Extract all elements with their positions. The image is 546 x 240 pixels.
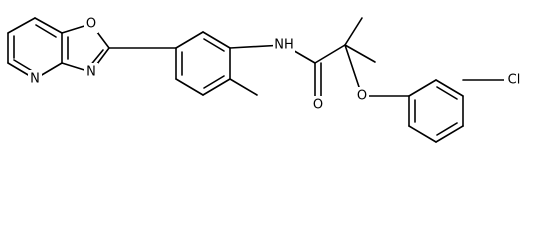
amide-nh-label: NH bbox=[274, 38, 294, 53]
bond-clph-double-2 bbox=[436, 122, 458, 136]
bond-pyr-6 bbox=[7, 17, 36, 34]
oxazole-oxygen-label: O bbox=[86, 17, 96, 32]
bond-ph-1 bbox=[175, 31, 204, 49]
pyridine-nitrogen-label: N bbox=[30, 72, 40, 87]
bond-ph-2 bbox=[202, 31, 231, 49]
bond-quat-methyl-1 bbox=[344, 17, 363, 46]
bond-pyr-double-1 bbox=[35, 24, 57, 38]
chlorophenyl-ring bbox=[408, 79, 464, 143]
bond-quat-methyl-2 bbox=[344, 44, 376, 63]
bond-clph-5 bbox=[408, 125, 437, 143]
ether-oxygen-label: O bbox=[357, 89, 367, 104]
bond-clph-2 bbox=[435, 79, 464, 97]
pyridine-n-bg bbox=[28, 70, 42, 88]
bond-clph-1 bbox=[408, 79, 437, 97]
pyridine-ring bbox=[7, 17, 63, 80]
bond-clph-4 bbox=[435, 125, 464, 143]
bond-ph-5 bbox=[175, 78, 204, 96]
oxazole-o-bg bbox=[84, 15, 98, 33]
bond-carbonyl-to-quat bbox=[314, 44, 346, 64]
chemical-structure-diagram: O N N NH O O Cl bbox=[7, 15, 524, 143]
ether-o-bg bbox=[355, 87, 369, 105]
oxazole-nitrogen-label: N bbox=[86, 65, 96, 80]
bond-pyr-1 bbox=[34, 17, 63, 34]
bond-clph-double-1 bbox=[436, 86, 458, 100]
carbonyl-oxygen-label: O bbox=[313, 98, 323, 113]
chlorine-bg bbox=[504, 71, 524, 89]
oxazole-n-bg bbox=[84, 63, 98, 81]
bond-ph-double-2 bbox=[203, 75, 225, 89]
bond-ph-double-1 bbox=[203, 38, 225, 52]
central-phenyl-ring bbox=[175, 31, 231, 96]
atom-labels: O N N NH O O Cl bbox=[28, 15, 524, 114]
chlorine-label: Cl bbox=[508, 73, 521, 88]
carbonyl-o-bg bbox=[311, 96, 325, 114]
bond-methyl bbox=[229, 78, 258, 96]
amide-nh-bg bbox=[273, 36, 295, 54]
bond-ph-4 bbox=[202, 78, 231, 96]
